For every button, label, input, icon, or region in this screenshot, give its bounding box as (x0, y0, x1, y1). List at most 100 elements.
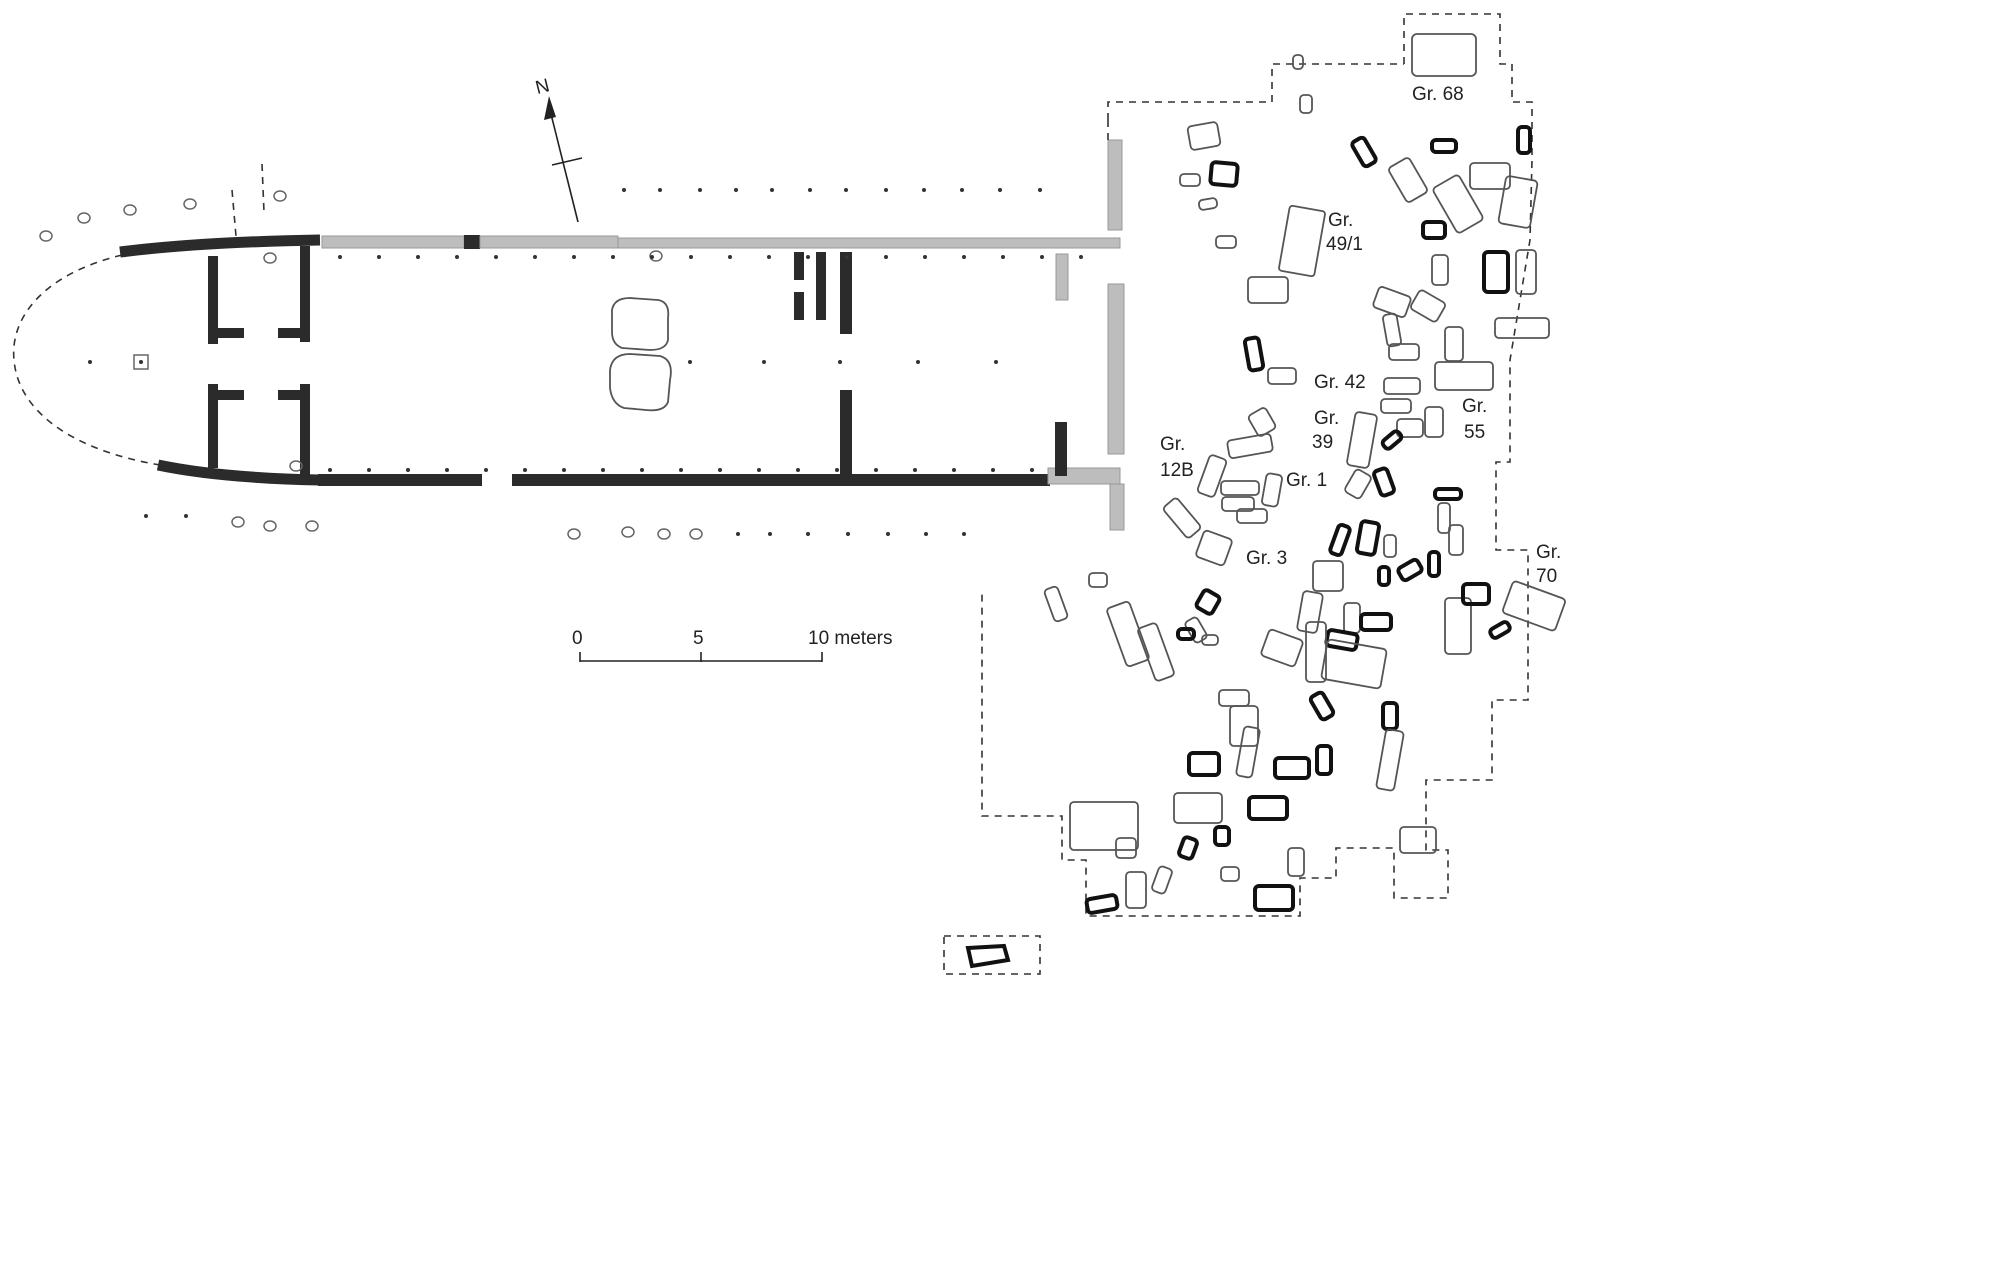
post-hole (183, 198, 197, 210)
grave (1328, 522, 1352, 558)
post-dot (796, 468, 800, 472)
grave (1242, 335, 1266, 373)
grave (1125, 871, 1147, 909)
scale-bar: 0 5 10 meters (572, 628, 892, 662)
grave (1494, 317, 1550, 339)
grave (1343, 602, 1361, 634)
post-hole (263, 520, 277, 532)
post-hole (231, 516, 245, 528)
excavation-boundary (1107, 63, 1404, 120)
grave (1235, 725, 1261, 779)
post-dot (688, 360, 692, 364)
interior-wall (840, 252, 852, 334)
grave (1218, 689, 1250, 707)
grave (1198, 197, 1218, 211)
grave (1430, 138, 1458, 154)
grave (1273, 756, 1311, 780)
grave (1084, 893, 1120, 915)
post-hole (289, 460, 303, 472)
post-dot (328, 468, 332, 472)
post-dot (884, 255, 888, 259)
grave (1179, 173, 1201, 187)
grave (1299, 94, 1313, 114)
grave (1220, 480, 1260, 496)
grave-labels: Gr. 68 Gr. 49/1 Gr. 42 Gr. 39 Gr. 55 Gr.… (1160, 84, 1561, 587)
east-wall-segment (1109, 483, 1125, 531)
partition (278, 390, 308, 400)
grave (1434, 361, 1494, 391)
grave (1215, 235, 1237, 249)
post-dot (562, 468, 566, 472)
grave (1220, 866, 1240, 882)
grave-label-49-line1: Gr. (1328, 210, 1353, 231)
post-dot (924, 532, 928, 536)
grave (1069, 801, 1139, 851)
grave (1261, 472, 1283, 508)
grave (1383, 377, 1421, 395)
scale-label-0: 0 (572, 628, 583, 649)
post-dot (572, 255, 576, 259)
post-dot (1040, 255, 1044, 259)
grave (1437, 502, 1451, 534)
post-dot (718, 468, 722, 472)
post-dot (886, 532, 890, 536)
post-dot (767, 255, 771, 259)
post-dot (998, 188, 1002, 192)
post-dot (679, 468, 683, 472)
grave (1424, 406, 1444, 438)
post-dot (994, 360, 998, 364)
post-hole (77, 212, 91, 224)
grave (1344, 468, 1372, 500)
grave (1375, 728, 1405, 792)
east-wall-segment (1107, 283, 1125, 455)
north-wall-west (119, 234, 321, 258)
post-dot (494, 255, 498, 259)
grave (1253, 884, 1295, 912)
interior-wall (1055, 422, 1067, 476)
post-dot (144, 514, 148, 518)
grave (1382, 312, 1402, 348)
post-dot (923, 255, 927, 259)
north-wall-reconstructed-1 (321, 235, 465, 249)
grave (1324, 628, 1360, 652)
post-dot (338, 255, 342, 259)
grave-label-42: Gr. 42 (1314, 372, 1366, 393)
north-arrow-tick (551, 157, 583, 166)
grave (1247, 276, 1289, 304)
post-dot (991, 468, 995, 472)
grave (1380, 429, 1404, 451)
altar-marker-dot (139, 360, 143, 364)
post-dot (377, 255, 381, 259)
grave (1410, 289, 1446, 323)
post-dot (960, 188, 964, 192)
grave (1260, 628, 1304, 668)
post-dot (533, 255, 537, 259)
grave-label-3: Gr. 3 (1246, 548, 1287, 569)
grave (1187, 751, 1221, 777)
north-arrow: N (533, 75, 583, 223)
grave (1359, 612, 1393, 632)
grave-label-12b-line1: Gr. (1160, 434, 1185, 455)
north-wall-reconstructed-2 (479, 235, 619, 249)
grave (1247, 407, 1277, 437)
post-dot (734, 188, 738, 192)
grave-label-70-line1: Gr. (1536, 542, 1561, 563)
grave (1173, 792, 1223, 824)
grave-label-55-line1: Gr. (1462, 396, 1487, 417)
grave (1380, 398, 1412, 414)
excavation-outline (943, 13, 1533, 975)
post-dot (622, 188, 626, 192)
post-holes (39, 163, 1083, 540)
fence-line (261, 163, 265, 213)
post-dot (650, 255, 654, 259)
south-wall-west (156, 459, 321, 486)
grave (1267, 367, 1297, 385)
post-dot (1079, 255, 1083, 259)
scale-label-5: 5 (693, 628, 704, 649)
post-dot (88, 360, 92, 364)
post-hole (649, 250, 663, 262)
partition (208, 256, 218, 344)
partition (300, 384, 310, 478)
grave (1088, 572, 1108, 588)
grave (1515, 249, 1537, 295)
